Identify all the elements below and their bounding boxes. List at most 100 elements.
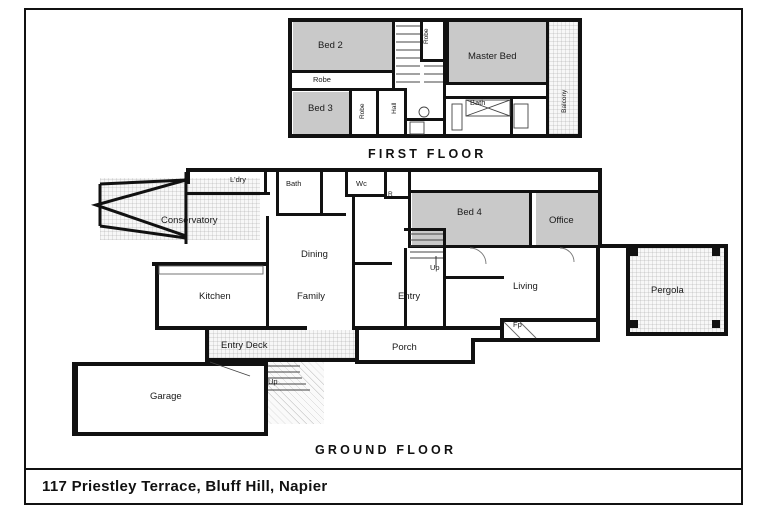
wall-entry-east: [404, 248, 407, 330]
wall-r-south: [384, 196, 410, 199]
wall-bath-g-east: [320, 168, 323, 216]
wall-robe-bed3-east: [376, 88, 379, 138]
wall-ground-ne: [598, 168, 602, 246]
master-bed-floor-fill: [449, 22, 547, 82]
wall-hall-east: [404, 88, 407, 138]
wall-bed2-east: [392, 18, 395, 90]
wall-family-west: [266, 264, 269, 330]
wall-porch-east: [471, 338, 475, 364]
wall-ldry-south: [186, 192, 270, 195]
wall-entry-stair-east: [443, 230, 446, 278]
wall-office-south: [532, 245, 600, 248]
wall-kitchen-north: [152, 262, 268, 266]
wall-pergola-east: [724, 244, 728, 336]
wall-bath-north: [446, 96, 548, 99]
wall-bed4-north: [408, 190, 532, 193]
wall-bed3-east: [349, 88, 352, 138]
wall-master-west: [446, 18, 449, 84]
wall-bed4-east: [529, 190, 532, 248]
wall-ground-north: [186, 168, 602, 172]
wall-bed2-south: [288, 70, 394, 73]
bed2-floor-fill: [293, 22, 393, 70]
wall-garage-south: [72, 432, 268, 436]
room-label-living: Living: [513, 281, 538, 292]
room-label-balcony: Balcony: [560, 89, 568, 113]
wall-pergola-west: [626, 244, 630, 336]
wall-garage-east: [264, 362, 268, 436]
wall-upper-north: [288, 18, 582, 22]
wall-r-west: [384, 168, 387, 198]
wall-bath-east: [510, 96, 513, 138]
wall-family-north: [352, 262, 392, 265]
wall-wc-west: [345, 168, 348, 196]
sheet-border: [24, 8, 743, 505]
wall-ldry-west: [264, 168, 267, 194]
wall-ground-nw: [186, 168, 190, 184]
room-label-robe-bed3: Robe: [358, 103, 366, 120]
wall-porch-south: [355, 360, 475, 364]
wall-porch-east-step: [471, 338, 503, 342]
wall-kitchen-south: [155, 326, 307, 330]
wall-upper-west: [288, 18, 292, 138]
title-divider: [26, 468, 741, 470]
stair-label-up-garage: Up: [268, 377, 278, 386]
wall-living-south: [500, 318, 600, 322]
wall-living-north: [446, 276, 504, 279]
garage-door-line: [76, 366, 78, 432]
pergola-texture: [628, 245, 726, 333]
bed4-floor-fill: [412, 193, 530, 245]
stair-label-up-entry: Up: [430, 263, 440, 272]
wall-robe-top-east: [443, 18, 446, 90]
wall-bath-g-south: [276, 213, 346, 216]
room-label-bed4: Bed 4: [457, 207, 482, 218]
wall-entry-stair-north: [404, 228, 446, 231]
room-label-fp: Fp: [513, 320, 522, 329]
first-floor-title: FIRST FLOOR: [368, 147, 487, 161]
property-address-title: 117 Priestley Terrace, Bluff Hill, Napie…: [42, 478, 328, 495]
wall-wc-south: [345, 194, 387, 197]
room-label-kitchen: Kitchen: [199, 291, 231, 302]
room-label-pergola: Pergola: [651, 285, 684, 296]
entry-deck-texture: [205, 330, 355, 362]
wall-ground-east-step: [598, 244, 630, 248]
room-label-entry-deck: Entry Deck: [221, 340, 268, 351]
wall-bath-west: [443, 88, 446, 138]
wall-entry-deck-west: [205, 330, 209, 362]
wall-porch-west: [355, 330, 359, 364]
room-label-garage: Garage: [150, 391, 182, 402]
wall-garage-west: [72, 362, 76, 436]
room-label-r: R: [388, 191, 393, 198]
room-label-bath-upper: Bath: [470, 98, 486, 107]
wall-dining-west: [266, 216, 269, 266]
room-label-wc: Wc: [356, 179, 367, 188]
wall-bed4-west: [408, 168, 411, 248]
wall-fp-west: [500, 318, 504, 342]
wall-stair-landing: [404, 118, 446, 121]
wall-upper-east: [578, 18, 582, 138]
wall-upper-south: [288, 134, 582, 138]
room-label-robe-top: Robe: [422, 28, 430, 45]
wall-master-south: [446, 82, 548, 85]
wall-robe-top-west: [420, 18, 423, 62]
room-label-robe-bed2: Robe: [313, 75, 331, 84]
wall-bath-g-west: [276, 168, 279, 216]
room-label-office: Office: [549, 215, 574, 226]
ground-floor-title: GROUND FLOOR: [315, 443, 457, 457]
wall-living-east: [596, 248, 600, 342]
wall-garage-north: [72, 362, 268, 366]
wall-porch-south-east: [500, 338, 600, 342]
wall-robe-top-south: [420, 59, 446, 62]
room-label-bed2: Bed 2: [318, 40, 343, 51]
room-label-master-bed: Master Bed: [468, 51, 517, 62]
wall-bed4-south: [408, 245, 532, 248]
wall-living-west: [443, 276, 446, 330]
office-floor-fill: [536, 193, 598, 245]
room-label-bath-ground: Bath: [286, 179, 302, 188]
room-label-bed3: Bed 3: [308, 103, 333, 114]
room-label-porch: Porch: [392, 342, 417, 353]
room-label-hall: Hall: [390, 102, 398, 114]
wall-pergola-south: [626, 332, 728, 336]
balcony-deck-texture: [549, 22, 581, 134]
room-label-entry: Entry: [398, 291, 421, 302]
